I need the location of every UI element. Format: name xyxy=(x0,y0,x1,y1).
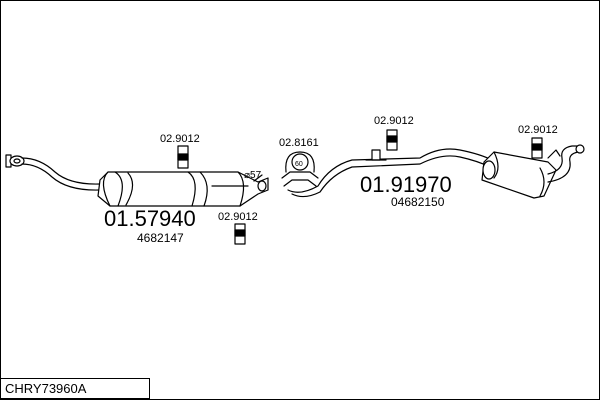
clamp-label: 02.8161 xyxy=(279,137,319,149)
part-code: CHRY73960A xyxy=(5,381,87,396)
part-number-01-91970: 01.91970 xyxy=(360,172,452,197)
rear-silencer-01-91970 xyxy=(481,151,557,199)
clamp-size-label: 60 xyxy=(295,161,303,168)
part-number-01-57940: 01.57940 xyxy=(104,206,196,231)
rear-pipe xyxy=(287,148,493,193)
diameter-label: ⌀57 xyxy=(244,170,262,181)
hanger-2-label: 02.9012 xyxy=(218,211,258,223)
hanger-1-icon xyxy=(177,145,189,169)
part-code-box: CHRY73960A xyxy=(0,378,150,399)
pipe-bracket xyxy=(365,149,387,161)
clamp-icon xyxy=(281,151,319,187)
tail-pipe xyxy=(547,145,579,175)
muffler-01-57940 xyxy=(97,171,269,207)
front-flange xyxy=(5,154,25,168)
hanger-1-label: 02.9012 xyxy=(160,133,200,145)
front-pipe xyxy=(21,157,101,185)
diameter-marker xyxy=(253,174,263,182)
oe-number-4682147: 4682147 xyxy=(137,231,184,245)
hanger-4-icon xyxy=(531,137,543,159)
hanger-3-label: 02.9012 xyxy=(374,115,414,127)
hanger-4-label: 02.9012 xyxy=(518,124,558,136)
oe-number-04682150: 04682150 xyxy=(391,195,445,209)
hanger-3-icon xyxy=(386,129,398,151)
hanger-2-icon xyxy=(234,223,246,245)
